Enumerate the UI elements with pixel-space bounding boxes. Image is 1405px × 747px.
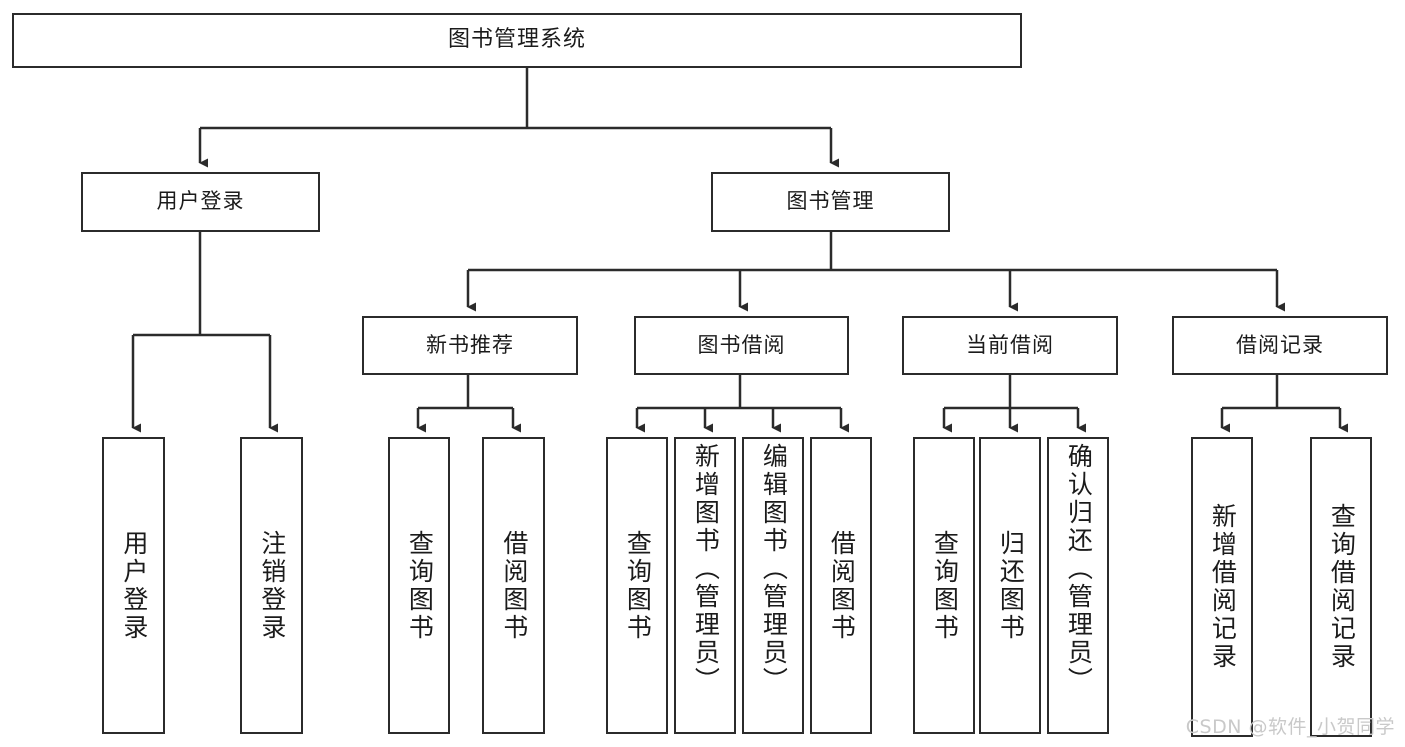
leaf-label: 查询图书 xyxy=(405,529,435,642)
node-label: 图书管理系统 xyxy=(447,27,586,53)
node-label: 用户登录 xyxy=(156,189,245,214)
node-book-borrow[interactable]: 图书借阅 xyxy=(634,316,849,375)
watermark-csdn: CSDN @软件_小贺同学 xyxy=(1185,716,1395,738)
leaf-borrow-book[interactable]: 借阅图书 xyxy=(810,437,872,734)
leaf-query-book-borrow[interactable]: 查询图书 xyxy=(606,437,668,734)
leaf-label: 借阅图书 xyxy=(827,529,857,642)
leaf-user-login[interactable]: 用户登录 xyxy=(102,437,165,734)
leaf-return-book[interactable]: 归还图书 xyxy=(979,437,1041,734)
leaf-query-book-new[interactable]: 查询图书 xyxy=(388,437,450,734)
node-label: 图书借阅 xyxy=(697,332,786,357)
node-user-login[interactable]: 用户登录 xyxy=(81,172,320,232)
node-label: 当前借阅 xyxy=(966,332,1054,357)
node-root-system[interactable]: 图书管理系统 xyxy=(12,13,1022,68)
leaf-query-borrow-record[interactable]: 查询借阅记录 xyxy=(1310,437,1372,737)
leaf-label: 查询图书 xyxy=(930,529,960,642)
leaf-label: 注销登录 xyxy=(257,529,287,642)
node-label: 图书管理 xyxy=(786,189,875,214)
leaf-label: 借阅图书 xyxy=(499,529,529,642)
leaf-query-book-current[interactable]: 查询图书 xyxy=(913,437,975,734)
leaf-confirm-return-admin[interactable]: 确认归还（管理员） xyxy=(1047,437,1109,734)
leaf-borrow-book-new[interactable]: 借阅图书 xyxy=(482,437,545,734)
leaf-logout[interactable]: 注销登录 xyxy=(240,437,303,734)
leaf-label: 新增借阅记录 xyxy=(1208,503,1238,671)
node-new-book-recommend[interactable]: 新书推荐 xyxy=(362,316,578,375)
leaf-label: 编辑图书（管理员） xyxy=(759,443,789,695)
leaf-label: 用户登录 xyxy=(119,529,149,642)
node-label: 借阅记录 xyxy=(1236,332,1324,357)
leaf-add-book-admin[interactable]: 新增图书（管理员） xyxy=(674,437,736,734)
leaf-label: 确认归还（管理员） xyxy=(1064,443,1094,695)
leaf-edit-book-admin[interactable]: 编辑图书（管理员） xyxy=(742,437,804,734)
leaf-label: 新增图书（管理员） xyxy=(691,443,721,695)
node-current-borrow[interactable]: 当前借阅 xyxy=(902,316,1118,375)
node-borrow-record[interactable]: 借阅记录 xyxy=(1172,316,1388,375)
leaf-label: 查询借阅记录 xyxy=(1327,503,1357,671)
leaf-label: 查询图书 xyxy=(623,529,653,642)
leaf-label: 归还图书 xyxy=(996,529,1026,642)
node-book-management[interactable]: 图书管理 xyxy=(711,172,950,232)
node-label: 新书推荐 xyxy=(426,332,514,357)
leaf-add-borrow-record[interactable]: 新增借阅记录 xyxy=(1191,437,1253,737)
